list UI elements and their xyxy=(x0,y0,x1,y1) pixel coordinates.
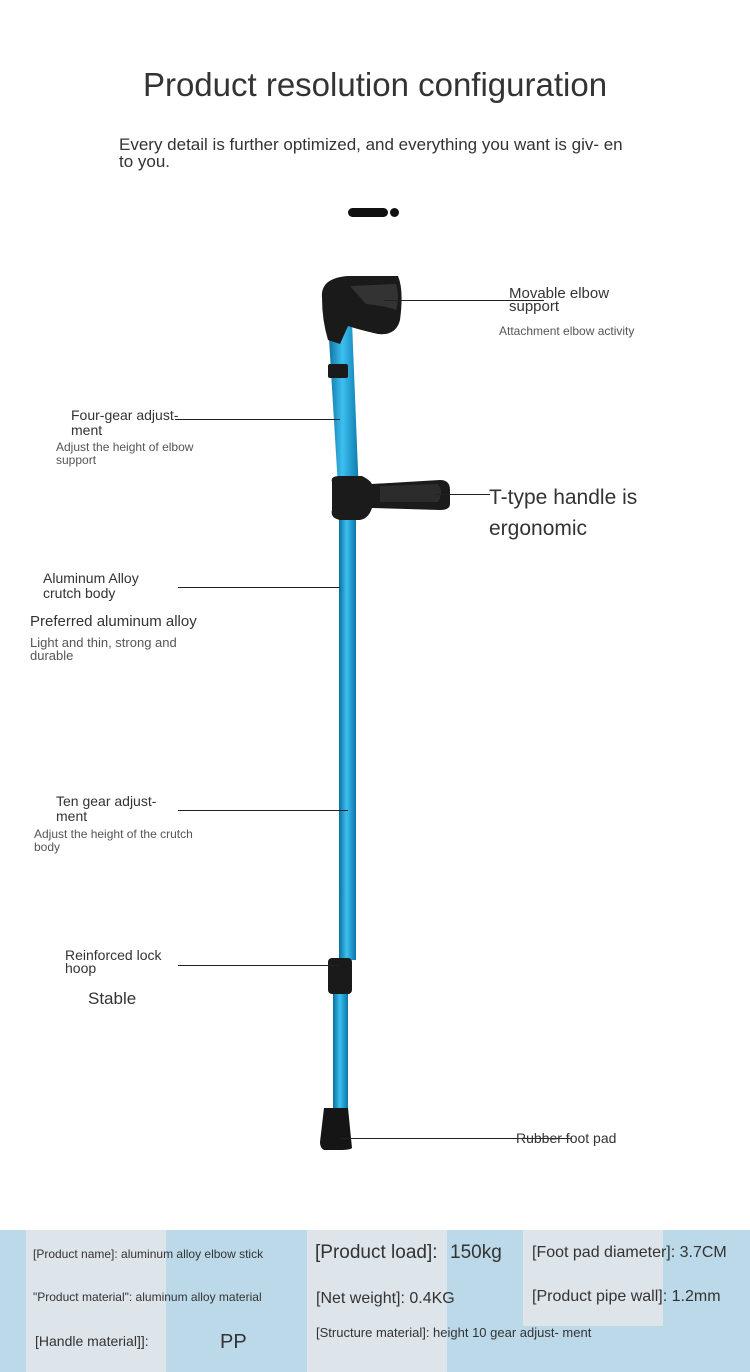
page-title: Product resolution configuration xyxy=(142,66,608,103)
spec-handle-material-value: PP xyxy=(220,1331,247,1353)
indicator-dot xyxy=(390,208,399,217)
handle-grip xyxy=(380,484,441,502)
leader-four-gear xyxy=(175,419,340,420)
leader-ten-gear xyxy=(178,810,348,811)
page-subtitle: Every detail is further optimized, and e… xyxy=(119,135,623,171)
spec-table: [Product name]: aluminum alloy elbow sti… xyxy=(0,1230,750,1372)
elbow-cuff-shade xyxy=(350,284,398,310)
spec-panel-3 xyxy=(523,1230,663,1326)
ten-gear-sub: Adjust the height of the crutch body xyxy=(34,827,193,854)
four-gear-title: Four-gear adjust- ment xyxy=(71,407,179,438)
leader-lock xyxy=(178,965,338,966)
indicator-active xyxy=(348,208,388,217)
spec-foot-pad-diameter: [Foot pad diameter]: 3.7CM xyxy=(532,1244,727,1261)
crutch-illustration xyxy=(320,276,450,1150)
spec-product-name: [Product name]: aluminum alloy elbow sti… xyxy=(33,1247,264,1261)
spec-product-load-label: [Product load]: xyxy=(315,1242,438,1263)
spec-net-weight: [Net weight]: 0.4KG xyxy=(316,1290,455,1307)
spec-structure-material: [Structure material]: height 10 gear adj… xyxy=(316,1325,592,1340)
lower-tube xyxy=(333,970,348,1130)
spec-panel-1 xyxy=(26,1230,166,1372)
four-gear-sub: Adjust the height of elbow support xyxy=(56,440,194,467)
lock-hoop-title: Reinforced lock hoop xyxy=(65,947,162,976)
elbow-support-title: Movable elbow support xyxy=(509,285,610,315)
lock-hoop-sub: Stable xyxy=(88,989,137,1008)
spec-product-material: "Product material": aluminum alloy mater… xyxy=(33,1290,262,1304)
foot-pad xyxy=(320,1108,352,1150)
ten-gear-title: Ten gear adjust- ment xyxy=(56,793,157,824)
spec-handle-material-label: [Handle material]]: xyxy=(35,1333,149,1349)
leader-alloy xyxy=(178,587,340,588)
spec-product-load-value: 150kg xyxy=(450,1242,502,1263)
elbow-support-sub: Attachment elbow activity xyxy=(499,324,635,338)
spec-panel-2 xyxy=(307,1230,447,1372)
spec-pipe-wall: [Product pipe wall]: 1.2mm xyxy=(532,1288,721,1305)
alloy-sub: Light and thin, strong and durable xyxy=(30,635,177,663)
leader-foot xyxy=(340,1138,572,1139)
handle-title: T-type handle is ergonomic xyxy=(489,486,638,540)
alloy-title: Aluminum Alloy crutch body xyxy=(43,570,139,601)
alloy-sub-title: Preferred aluminum alloy xyxy=(30,613,197,630)
leader-handle xyxy=(435,494,490,495)
leader-elbow xyxy=(384,300,544,301)
foot-pad-title: Rubber foot pad xyxy=(516,1130,617,1146)
lock-hoop xyxy=(328,958,352,994)
adjust-collar xyxy=(328,364,348,378)
crutch-body-tube xyxy=(339,510,356,960)
